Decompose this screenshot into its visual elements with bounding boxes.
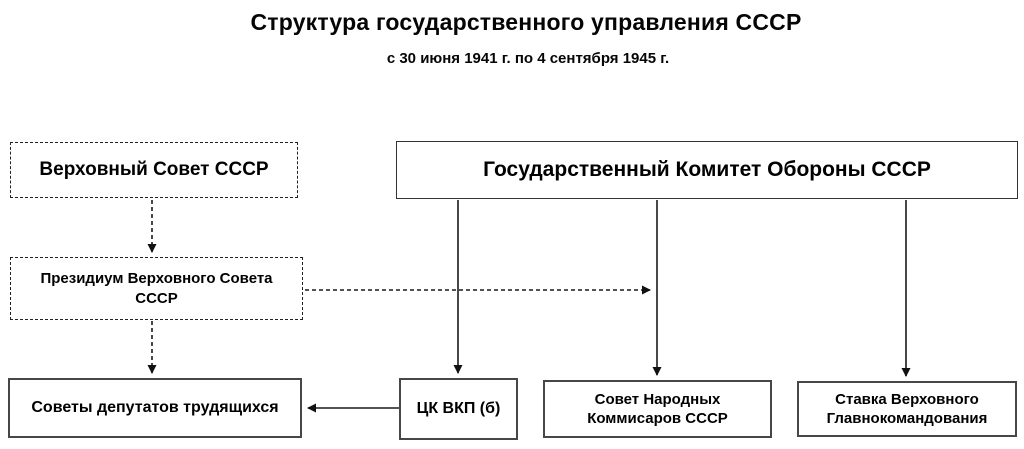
page-title: Структура государственного управления СС… xyxy=(250,9,802,35)
box-council-peoples-commissars: Совет Народных Коммисаров СССР xyxy=(543,380,772,438)
box-state-defense-committee: Государственный Комитет Обороны СССР xyxy=(396,141,1018,199)
box-presidium-supreme-soviet: Президиум Верховного Совета СССР xyxy=(10,257,303,320)
box-stavka-supreme-command: Ставка Верховного Главнокомандования xyxy=(797,381,1017,437)
box-soviets-of-deputies: Советы депутатов трудящихся xyxy=(8,378,302,438)
page-subtitle: с 30 июня 1941 г. по 4 сентября 1945 г. xyxy=(386,50,670,67)
box-ck-vkpb: ЦК ВКП (б) xyxy=(399,378,518,440)
box-supreme-soviet: Верховный Совет СССР xyxy=(10,142,298,198)
